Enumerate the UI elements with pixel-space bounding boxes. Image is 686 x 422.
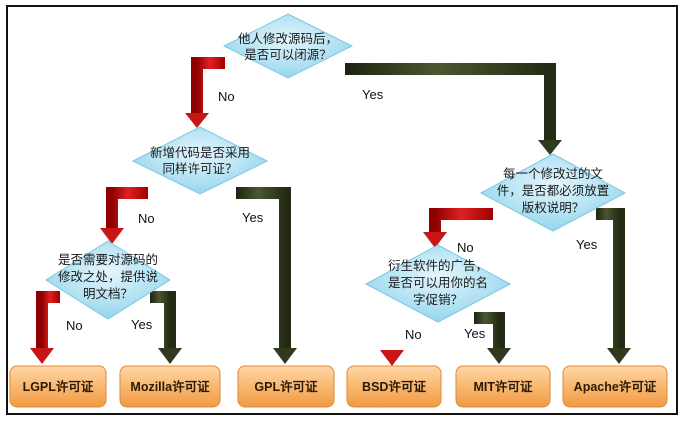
mozilla-license-label: Mozilla许可证 — [130, 379, 210, 394]
q2-no-label: No — [138, 211, 155, 226]
bsd-license-label: BSD许可证 — [362, 379, 426, 394]
q1-line-1: 他人修改源码后， — [238, 31, 338, 46]
q5-line-2: 是否可以用你的名 — [388, 275, 488, 290]
q1-yes-label: Yes — [362, 87, 384, 102]
q2-no-arrow — [100, 187, 148, 244]
q3-line-3: 明文档？ — [83, 286, 133, 301]
q4-no-label: No — [457, 240, 474, 255]
q4-yes-label: Yes — [576, 237, 598, 252]
q2-yes-label: Yes — [242, 210, 264, 225]
q5-line-3: 字促销？ — [413, 292, 463, 307]
q4-yes-arrow — [596, 208, 631, 364]
q5-no-arrow — [380, 318, 404, 366]
q2-diamond: 新增代码是否采用 同样许可证？ — [131, 126, 269, 195]
q4-diamond: 每一个修改过的文 件，是否都必须放置 版权说明？ — [479, 153, 627, 232]
q3-yes-arrow — [150, 291, 182, 364]
q5-line-1: 衍生软件的广告， — [388, 258, 488, 273]
q3-line-2: 修改之处，提供说 — [58, 269, 158, 284]
bsd-license-box: BSD许可证 — [346, 365, 442, 408]
q4-no-arrow — [423, 208, 493, 248]
apache-license-box: Apache许可证 — [562, 365, 668, 408]
q3-no-arrow — [30, 291, 60, 364]
q4-line-2: 件，是否都必须放置 — [497, 183, 610, 198]
q1-line-2: 是否可以闭源？ — [244, 47, 332, 62]
q5-no-label: No — [405, 327, 422, 342]
q5-yes-label: Yes — [464, 326, 486, 341]
q1-no-arrow — [185, 57, 225, 128]
q2-line-2: 同样许可证？ — [162, 161, 237, 176]
q3-line-1: 是否需要对源码的 — [58, 252, 158, 267]
q1-diamond: 他人修改源码后， 是否可以闭源？ — [222, 13, 354, 79]
q1-no-label: No — [218, 89, 235, 104]
q4-line-3: 版权说明？ — [522, 200, 585, 215]
mozilla-license-box: Mozilla许可证 — [119, 365, 221, 408]
gpl-license-label: GPL许可证 — [254, 379, 318, 394]
q2-line-1: 新增代码是否采用 — [150, 145, 250, 160]
q3-no-label: No — [66, 318, 83, 333]
mit-license-label: MIT许可证 — [473, 379, 533, 394]
q3-diamond: 是否需要对源码的 修改之处，提供说 明文档？ — [45, 240, 171, 320]
q2-yes-arrow — [236, 187, 297, 364]
lgpl-license-label: LGPL许可证 — [23, 379, 94, 394]
q4-line-1: 每一个修改过的文 — [503, 166, 604, 181]
mit-license-box: MIT许可证 — [455, 365, 551, 408]
q1-yes-arrow — [345, 63, 562, 155]
q3-yes-label: Yes — [131, 317, 153, 332]
q5-yes-arrow — [474, 312, 511, 364]
q5-diamond: 衍生软件的广告， 是否可以用你的名 字促销？ — [364, 244, 512, 323]
apache-license-label: Apache许可证 — [574, 379, 657, 394]
gpl-license-box: GPL许可证 — [237, 365, 335, 408]
lgpl-license-box: LGPL许可证 — [9, 365, 107, 408]
